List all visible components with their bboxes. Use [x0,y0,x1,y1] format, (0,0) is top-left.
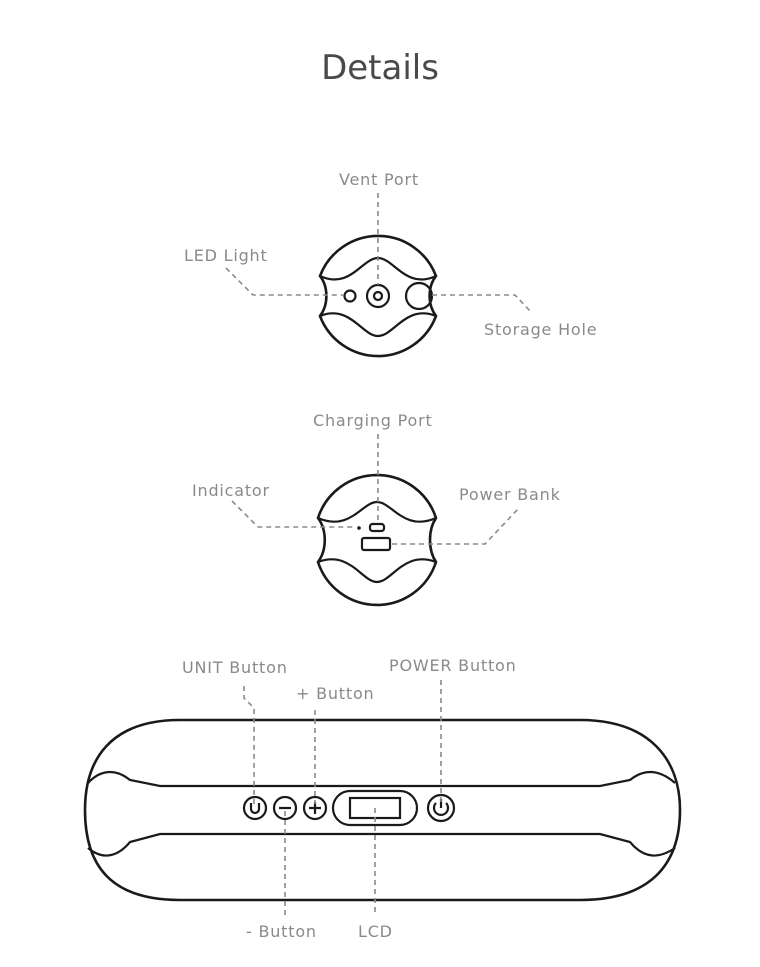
unit-button[interactable] [242,795,268,821]
page-title: Details [321,48,439,88]
minus-button[interactable] [272,795,298,821]
front-view-upper-contour [87,771,676,788]
power-icon [432,802,450,816]
top-view-body [318,234,438,358]
charging-port-label: Charging Port [313,411,433,430]
vent-port-inner-icon [372,290,384,302]
plus-button-label: + Button [296,684,375,703]
indicator-leader [231,500,356,528]
storage-hole-leader [432,294,533,314]
bottom-view-body [316,473,438,607]
bottom-view-upper-contour [317,500,437,523]
storage-hole-label: Storage Hole [484,320,598,339]
unit-button-label: UNIT Button [182,658,288,677]
front-view-body [83,718,682,902]
lcd-label: LCD [358,922,393,941]
bottom-view [231,434,519,607]
top-view-lower-contour [319,312,437,338]
power-button-label: POWER Button [389,656,517,675]
indicator-label: Indicator [192,481,270,500]
power-bank-port-icon [360,536,392,552]
charging-port-icon [368,522,386,533]
indicator-dot-icon [357,526,361,530]
front-view-lower-contour [87,832,676,857]
top-view [225,193,533,358]
unit-button-leader [243,686,255,805]
power-bank-leader [392,508,519,545]
vent-port-outer-icon [365,283,391,309]
led-light-leader [225,267,344,296]
storage-hole-icon [404,281,434,311]
led-light-icon [343,289,357,303]
power-bank-label: Power Bank [459,485,561,504]
minus-button-label: - Button [246,922,317,941]
vent-port-label: Vent Port [339,170,419,189]
front-view [83,680,682,915]
unit-icon [249,803,261,815]
led-light-label: LED Light [184,246,268,265]
bottom-view-lower-contour [317,558,437,584]
